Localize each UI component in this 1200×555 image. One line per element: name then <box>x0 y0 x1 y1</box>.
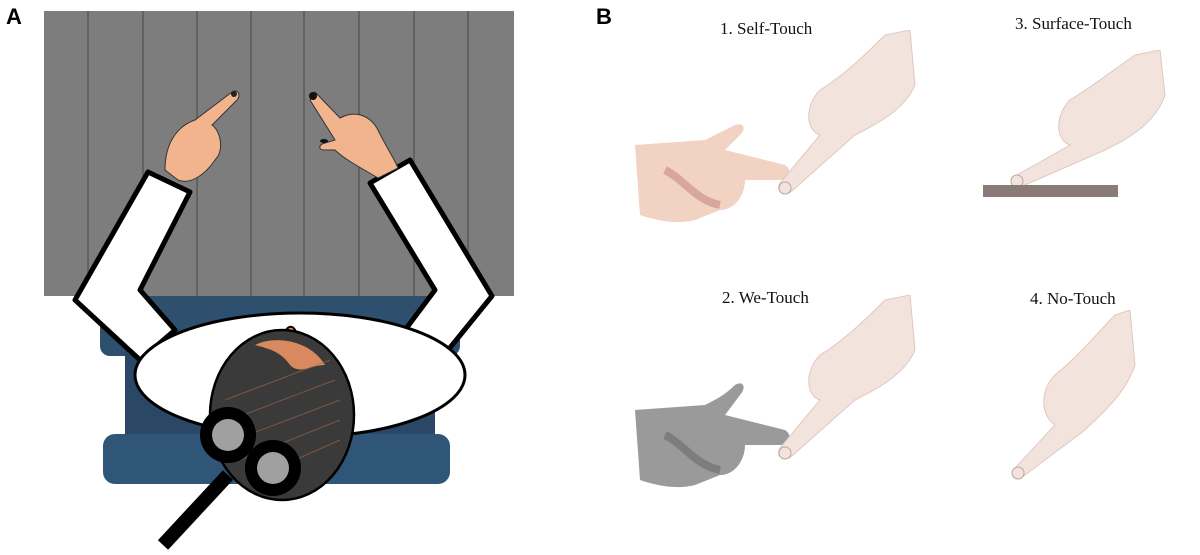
pointing-hand <box>1013 50 1166 188</box>
pointing-hand <box>778 295 916 460</box>
panel-a-label: A <box>6 4 22 29</box>
self-touch-illustration <box>635 30 916 223</box>
panel-b-label: B <box>596 4 612 29</box>
we-touch-illustration <box>635 295 916 488</box>
left-arm <box>72 169 193 363</box>
no-touch-illustration <box>1011 310 1136 480</box>
caption-surface-touch: 3. Surface-Touch <box>1015 14 1132 33</box>
pointing-hand <box>1012 310 1136 479</box>
self-hand <box>635 124 790 223</box>
caption-no-touch: 4. No-Touch <box>1030 289 1116 308</box>
caption-we-touch: 2. We-Touch <box>722 288 809 307</box>
left-hand <box>164 90 240 182</box>
other-hand <box>635 383 790 488</box>
surface-touch-illustration <box>983 50 1166 197</box>
surface <box>983 185 1118 197</box>
pointing-hand <box>778 30 916 195</box>
eye-tracker <box>157 407 301 550</box>
panel-a-illustration <box>44 11 514 550</box>
caption-self-touch: 1. Self-Touch <box>720 19 813 38</box>
right-hand <box>309 91 399 179</box>
